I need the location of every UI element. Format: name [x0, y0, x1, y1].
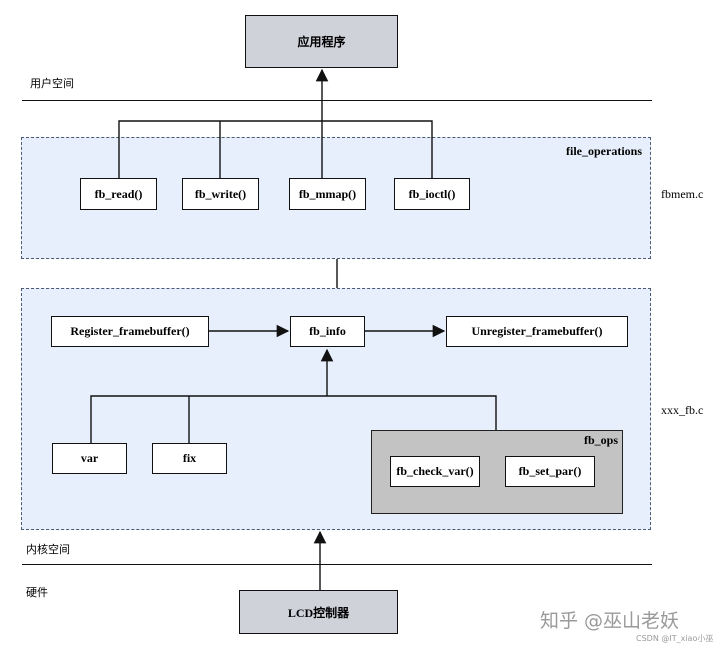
members-bus-line — [90, 395, 497, 443]
lcd-controller-box: LCD控制器 — [239, 590, 398, 634]
hardware-label: 硬件 — [26, 586, 48, 599]
app-box: 应用程序 — [245, 15, 398, 68]
fb-read-box: fb_read() — [80, 178, 157, 210]
fb-info-box: fb_info — [290, 316, 365, 347]
file-operations-label: file_operations — [566, 144, 642, 158]
user-space-label: 用户空间 — [30, 77, 74, 90]
fbmem-file-label: fbmem.c — [661, 187, 704, 201]
fb-check-var-box: fb_check_var() — [390, 456, 480, 487]
kernel-space-label: 内核空间 — [26, 543, 70, 556]
register-framebuffer-box: Register_framebuffer() — [51, 316, 209, 347]
fb-set-par-box: fb_set_par() — [505, 456, 595, 487]
fops-bus-line — [118, 120, 433, 178]
fb-mmap-box: fb_mmap() — [289, 178, 366, 210]
unregister-framebuffer-box: Unregister_framebuffer() — [446, 316, 628, 347]
user-space-divider — [22, 100, 652, 101]
csdn-watermark: CSDN @IT_xiao小巫 — [636, 634, 714, 643]
xxx-fb-file-label: xxx_fb.c — [661, 403, 704, 417]
kernel-space-divider — [22, 564, 652, 565]
fix-box: fix — [152, 443, 227, 474]
fb-ops-label: fb_ops — [584, 433, 619, 447]
var-box: var — [52, 443, 127, 474]
zhihu-watermark: 知乎 @巫山老妖 — [540, 610, 680, 632]
fb-write-box: fb_write() — [182, 178, 259, 210]
fb-ioctl-box: fb_ioctl() — [394, 178, 470, 210]
